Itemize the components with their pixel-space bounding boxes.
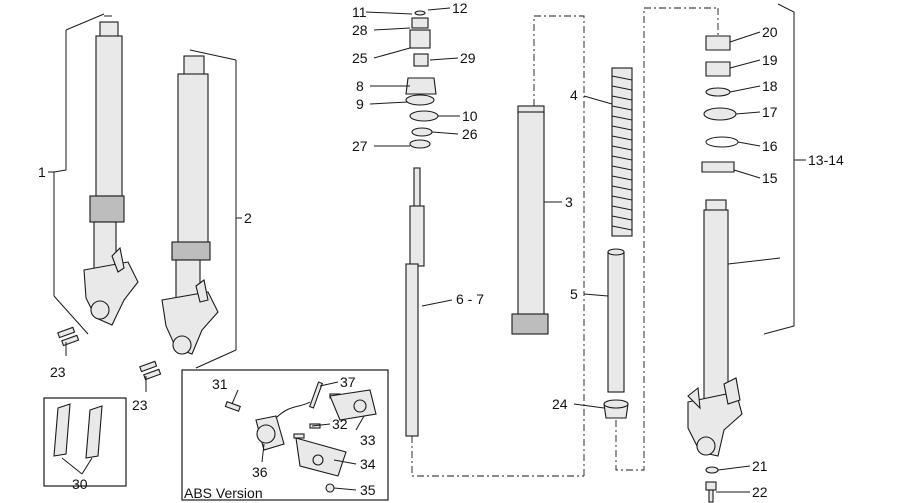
label-3: 3 bbox=[565, 194, 573, 210]
label-13-14: 13-14 bbox=[808, 152, 844, 168]
bracket-13-14 bbox=[763, 3, 806, 335]
label-6-7: 6 - 7 bbox=[456, 291, 484, 307]
label-29: 29 bbox=[460, 50, 476, 66]
label-20: 20 bbox=[762, 24, 778, 40]
part-24 bbox=[603, 399, 629, 419]
label-15: 15 bbox=[762, 170, 778, 186]
label-23a: 23 bbox=[50, 364, 66, 380]
label-32: 32 bbox=[332, 416, 348, 432]
bracket-lines-1-2 bbox=[48, 13, 242, 369]
label-18: 18 bbox=[762, 78, 778, 94]
label-17: 17 bbox=[762, 104, 778, 120]
label-10: 10 bbox=[462, 108, 478, 124]
label-24: 24 bbox=[552, 396, 568, 412]
fork-leg-2 bbox=[161, 55, 219, 355]
label-31: 31 bbox=[212, 376, 228, 392]
label-25: 25 bbox=[352, 50, 368, 66]
label-16: 16 bbox=[762, 138, 778, 154]
label-28: 28 bbox=[352, 22, 368, 38]
label-33: 33 bbox=[360, 432, 376, 448]
part-labels: 1 2 3 4 5 6 - 7 8 9 10 11 12 13-14 15 16… bbox=[38, 0, 844, 501]
label-36: 36 bbox=[252, 464, 268, 480]
cap-stack bbox=[405, 10, 439, 149]
label-8: 8 bbox=[356, 78, 364, 94]
label-27: 27 bbox=[352, 138, 368, 154]
label-37: 37 bbox=[340, 374, 356, 390]
label-23b: 23 bbox=[132, 397, 148, 413]
label-5: 5 bbox=[570, 286, 578, 302]
abs-version-box bbox=[181, 369, 389, 501]
fork-leg-1 bbox=[83, 15, 139, 326]
rings-15-20 bbox=[701, 35, 739, 173]
spring-4 bbox=[611, 67, 633, 237]
label-11: 11 bbox=[352, 4, 367, 20]
label-22: 22 bbox=[752, 484, 768, 500]
label-21: 21 bbox=[752, 458, 768, 474]
leader-lines bbox=[231, 7, 781, 493]
label-12: 12 bbox=[452, 0, 468, 16]
label-1: 1 bbox=[38, 164, 46, 180]
tube-5 bbox=[607, 248, 625, 393]
parts-21-22 bbox=[705, 466, 719, 503]
label-26: 26 bbox=[462, 126, 478, 142]
slider-13-14 bbox=[687, 199, 743, 457]
label-30: 30 bbox=[72, 476, 88, 492]
label-9: 9 bbox=[356, 96, 364, 112]
label-4: 4 bbox=[570, 87, 578, 103]
assembly-dash-lines bbox=[411, 7, 719, 477]
damper-rod-6-7 bbox=[405, 167, 425, 437]
label-35: 35 bbox=[360, 482, 376, 498]
outer-tube-3 bbox=[511, 105, 549, 335]
abs-version-caption: ABS Version bbox=[184, 485, 263, 501]
label-2: 2 bbox=[244, 210, 252, 226]
box-30 bbox=[43, 397, 127, 487]
screws-23 bbox=[57, 326, 162, 392]
label-34: 34 bbox=[360, 456, 376, 472]
label-19: 19 bbox=[762, 52, 778, 68]
